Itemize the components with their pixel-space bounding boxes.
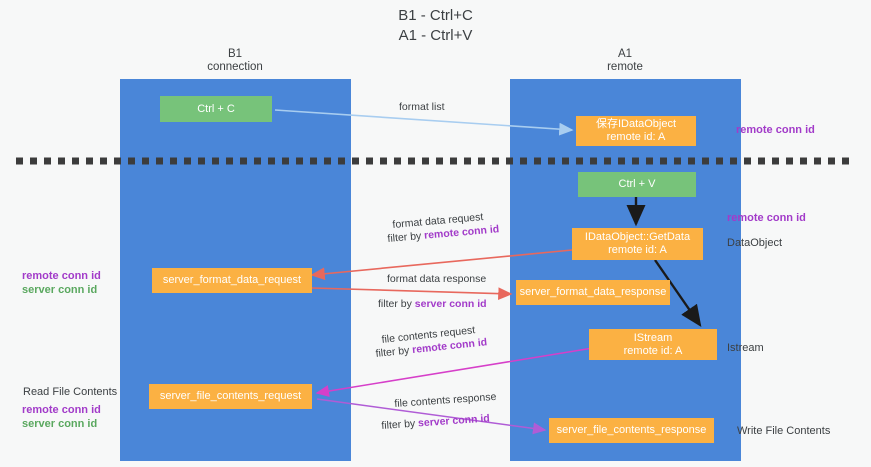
annotation-remote-conn-id-top: remote conn id — [736, 124, 815, 136]
node-save-idataobject[interactable]: 保存IDataObject remote id: A — [576, 116, 696, 146]
annotation-dataobject: DataObject — [727, 237, 783, 249]
annotation-read-file-contents: Read File Contents — [23, 386, 118, 398]
annotation-left-server-conn-id-mid: server conn id — [22, 284, 98, 296]
edge-label-format-list: format list — [399, 101, 445, 113]
annotation-left-remote-conn-id-bottom: remote conn id — [22, 404, 101, 416]
node-server-format-data-request[interactable]: server_format_data_request — [152, 268, 312, 293]
page-title: B1 - Ctrl+C A1 - Ctrl+V — [398, 7, 473, 44]
edge-label-file-contents-response: file contents response — [394, 390, 497, 410]
lane-title-b1: B1 connection — [207, 48, 263, 73]
annotation-write-file-contents: Write File Contents — [737, 425, 831, 437]
filter-prefix-1: filter by — [387, 229, 425, 245]
node-ctrl-c[interactable]: Ctrl + C — [160, 96, 272, 122]
node-server-format-data-response[interactable]: server_format_data_response — [516, 280, 670, 305]
edge-label-filter-server-conn-id-1: filter by server conn id — [378, 298, 487, 311]
node-server-file-contents-request[interactable]: server_file_contents_request — [149, 384, 312, 409]
keyword-server-conn-id-2: server conn id — [417, 412, 491, 430]
node-istream[interactable]: IStream remote id: A — [589, 329, 717, 360]
node-server-file-contents-response[interactable]: server_file_contents_response — [549, 418, 714, 443]
lane-title-a1: A1 remote — [607, 48, 643, 73]
filter-prefix-4: filter by — [381, 417, 419, 432]
filter-prefix-3: filter by — [375, 344, 413, 360]
edge-label-filter-server-conn-id-2: filter by server conn id — [381, 412, 490, 433]
node-idataobject-getdata[interactable]: IDataObject::GetData remote id: A — [572, 228, 703, 260]
annotation-remote-conn-id-mid: remote conn id — [727, 212, 806, 224]
node-ctrl-v[interactable]: Ctrl + V — [578, 172, 696, 197]
annotation-left-remote-conn-id-mid: remote conn id — [22, 270, 101, 282]
edge-label-format-data-response: format data response — [387, 273, 487, 285]
annotation-left-server-conn-id-bottom: server conn id — [22, 418, 98, 430]
keyword-server-conn-id-1: server conn id — [414, 298, 487, 310]
annotation-istream: Istream — [727, 342, 764, 354]
filter-prefix-2: filter by — [378, 298, 415, 310]
